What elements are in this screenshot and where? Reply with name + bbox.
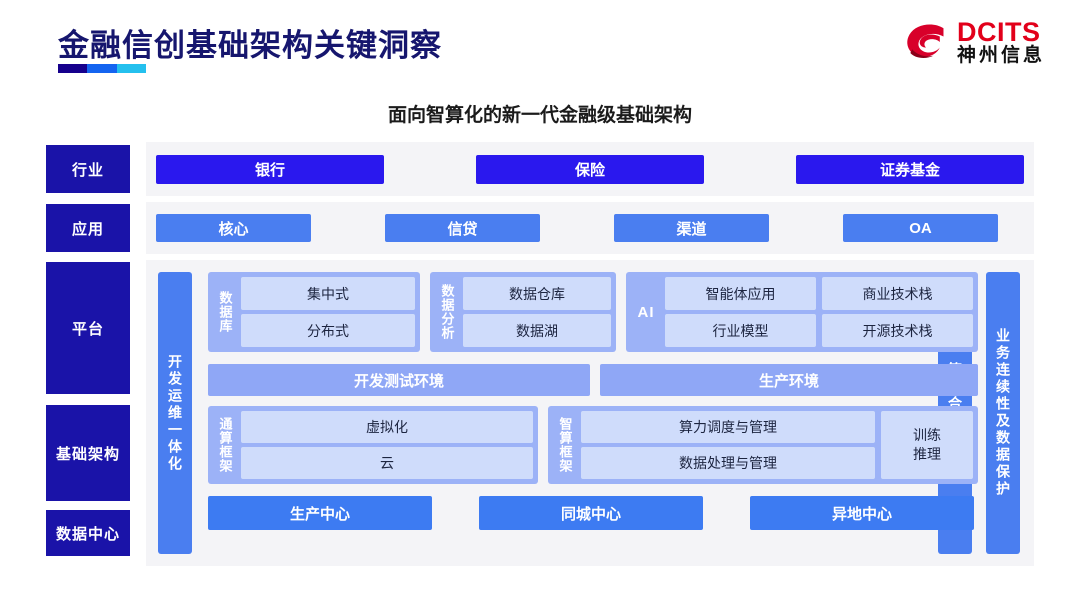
compute-item-cloud[interactable]: 云	[241, 447, 533, 479]
datacenter-item-remote[interactable]: 异地中心	[750, 496, 974, 530]
logo-text-cn: 神州信息	[956, 45, 1045, 67]
database-item-centralized[interactable]: 集中式	[241, 277, 415, 310]
industry-item-bank[interactable]: 银行	[156, 154, 384, 184]
stage-label-application: 应用	[46, 204, 130, 252]
platform-main-panel: 开发运维一体化 等保合规安全 业务连续性及数据保护 数据库 集中式 分布式 数据…	[146, 260, 1034, 566]
industry-item-insurance[interactable]: 保险	[476, 154, 704, 184]
title-accent-rule	[58, 64, 146, 73]
stage-label-platform: 平台	[46, 262, 130, 394]
dcits-swirl-icon	[907, 24, 944, 59]
group-compute-framework: 通算框架 虚拟化 云	[208, 406, 538, 484]
ai-framework-item-data-processing[interactable]: 数据处理与管理	[581, 447, 875, 479]
compute-item-virtualization[interactable]: 虚拟化	[241, 411, 533, 443]
platform-inner-grid: 数据库 集中式 分布式 数据分析 数据仓库 数据湖 AI	[208, 272, 978, 554]
datacenter-item-production[interactable]: 生产中心	[208, 496, 432, 530]
ai-item-opensource-stack[interactable]: 开源技术栈	[822, 314, 973, 347]
industry-row-panel: 银行 保险 证券基金	[146, 142, 1034, 196]
industry-item-securities[interactable]: 证券基金	[796, 154, 1024, 184]
group-ai-framework: 智算框架 算力调度与管理 数据处理与管理 训练 推理	[548, 406, 978, 484]
application-row-panel: 核心 信贷 渠道 OA	[146, 202, 1034, 254]
data-analysis-item-lake[interactable]: 数据湖	[463, 314, 611, 347]
group-database: 数据库 集中式 分布式	[208, 272, 420, 352]
data-analysis-item-warehouse[interactable]: 数据仓库	[463, 277, 611, 310]
group-label-compute-framework: 通算框架	[217, 417, 233, 473]
logo-text-en: DCITS	[956, 17, 1041, 47]
ai-framework-train-infer[interactable]: 训练 推理	[881, 411, 973, 479]
group-data-analysis: 数据分析 数据仓库 数据湖	[430, 272, 616, 352]
ai-item-commercial-stack[interactable]: 商业技术栈	[822, 277, 973, 310]
stage-label-datacenter: 数据中心	[46, 510, 130, 556]
group-label-data-analysis: 数据分析	[439, 284, 455, 340]
stage-label-infrastructure: 基础架构	[46, 405, 130, 501]
stage-label-industry: 行业	[46, 145, 130, 193]
application-item-channel[interactable]: 渠道	[614, 214, 769, 242]
group-ai: AI 智能体应用 行业模型 商业技术栈 开源技术栈	[626, 272, 978, 352]
group-label-ai: AI	[637, 303, 655, 321]
page-title: 金融信创基础架构关键洞察	[58, 28, 442, 63]
train-label: 训练	[913, 427, 941, 444]
datacenter-item-local[interactable]: 同城中心	[479, 496, 703, 530]
group-label-database: 数据库	[217, 291, 233, 333]
application-item-core[interactable]: 核心	[156, 214, 311, 242]
vertical-bar-continuity[interactable]: 业务连续性及数据保护	[986, 272, 1020, 554]
environment-production[interactable]: 生产环境	[600, 364, 978, 396]
application-item-oa[interactable]: OA	[843, 214, 998, 242]
group-label-ai-framework: 智算框架	[557, 417, 573, 473]
environment-dev-test[interactable]: 开发测试环境	[208, 364, 590, 396]
ai-item-agent-app[interactable]: 智能体应用	[665, 277, 816, 310]
ai-framework-item-compute-scheduling[interactable]: 算力调度与管理	[581, 411, 875, 443]
database-item-distributed[interactable]: 分布式	[241, 314, 415, 347]
vertical-bar-devops[interactable]: 开发运维一体化	[158, 272, 192, 554]
architecture-diagram: 行业 应用 平台 基础架构 数据中心 银行 保险 证券基金 核心 信贷 渠道 O…	[46, 142, 1034, 566]
dcits-logo: DCITS 神州信息	[903, 18, 1045, 66]
subtitle: 面向智算化的新一代金融级基础架构	[387, 105, 692, 126]
application-item-credit[interactable]: 信贷	[385, 214, 540, 242]
infer-label: 推理	[913, 446, 941, 462]
datacenter-row: 生产中心 同城中心 异地中心	[208, 496, 978, 530]
ai-item-industry-model[interactable]: 行业模型	[665, 314, 816, 347]
